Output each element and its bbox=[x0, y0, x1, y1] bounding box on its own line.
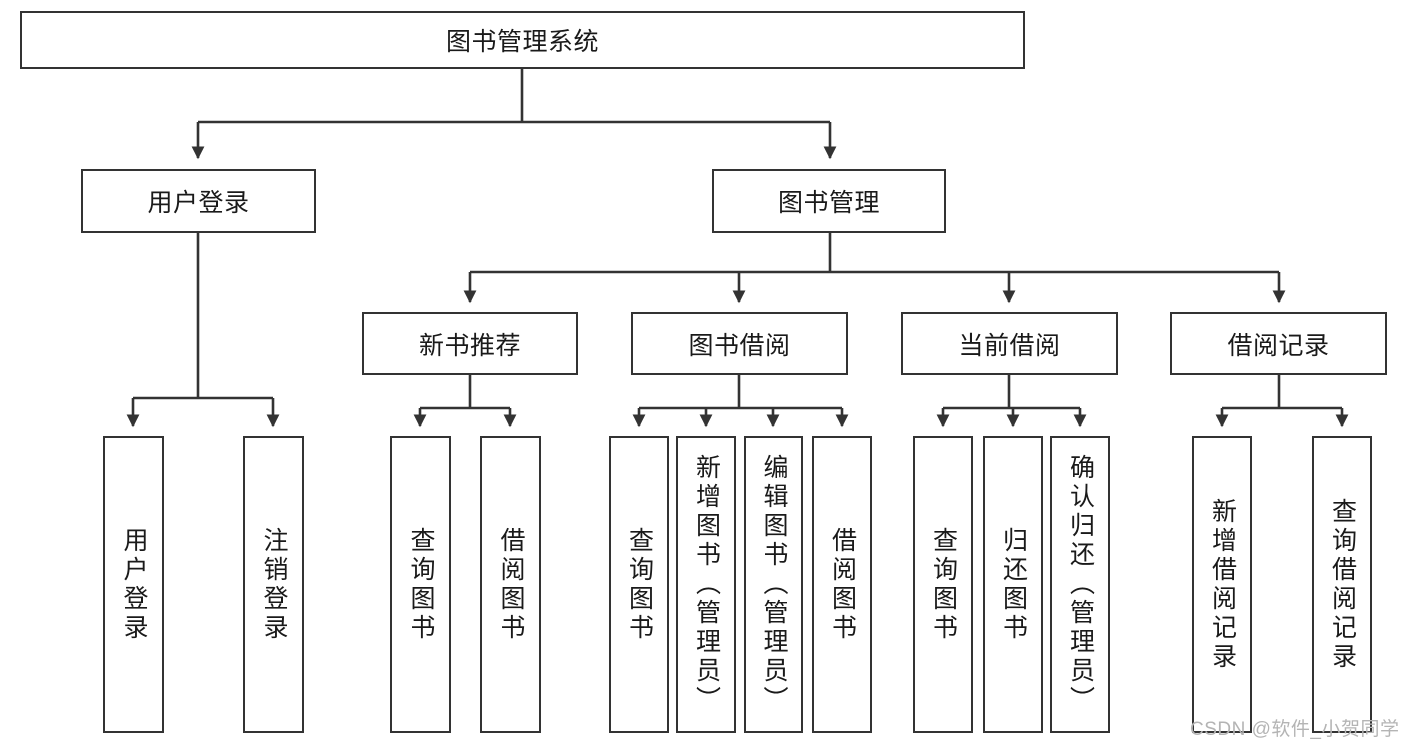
node-label: 当前借阅 bbox=[958, 331, 1061, 360]
node-leaf-query-book-borrow[interactable]: 查询图书 bbox=[609, 436, 669, 733]
node-label: 借阅图书 bbox=[497, 526, 525, 643]
node-label: 查询借阅记录 bbox=[1328, 497, 1357, 672]
node-label: 借阅图书 bbox=[828, 526, 857, 643]
node-leaf-add-book-admin[interactable]: 新增图书（管理员） bbox=[676, 436, 736, 733]
node-leaf-add-borrow-record[interactable]: 新增借阅记录 bbox=[1192, 436, 1252, 733]
node-level3-borrow-records[interactable]: 借阅记录 bbox=[1170, 312, 1387, 375]
node-level3-current-borrow[interactable]: 当前借阅 bbox=[901, 312, 1118, 375]
node-leaf-return-book[interactable]: 归还图书 bbox=[983, 436, 1043, 733]
node-label: 确认归还（管理员） bbox=[1066, 454, 1095, 715]
watermark-csdn: CSDN @软件_小贺同学 bbox=[1190, 719, 1400, 740]
node-label: 用户登录 bbox=[120, 526, 148, 643]
node-leaf-user-login[interactable]: 用户登录 bbox=[103, 436, 164, 733]
node-leaf-confirm-return-admin[interactable]: 确认归还（管理员） bbox=[1050, 436, 1110, 733]
node-root[interactable]: 图书管理系统 bbox=[20, 11, 1025, 69]
node-leaf-query-book-new[interactable]: 查询图书 bbox=[390, 436, 451, 733]
node-label: 新增图书（管理员） bbox=[692, 454, 721, 715]
node-leaf-query-borrow-record[interactable]: 查询借阅记录 bbox=[1312, 436, 1372, 733]
node-label: 用户登录 bbox=[147, 189, 250, 217]
node-label: 编辑图书（管理员） bbox=[760, 454, 788, 715]
node-label: 图书借阅 bbox=[688, 331, 791, 360]
node-leaf-borrow-book[interactable]: 借阅图书 bbox=[812, 436, 872, 733]
node-level3-book-borrow[interactable]: 图书借阅 bbox=[631, 312, 848, 375]
node-label: 归还图书 bbox=[999, 526, 1028, 643]
node-leaf-edit-book-admin[interactable]: 编辑图书（管理员） bbox=[744, 436, 803, 733]
node-leaf-logout[interactable]: 注销登录 bbox=[243, 436, 304, 733]
node-leaf-query-book-current[interactable]: 查询图书 bbox=[913, 436, 973, 733]
node-label: 注销登录 bbox=[260, 526, 288, 643]
node-label: 查询图书 bbox=[929, 526, 958, 643]
node-level2-user-login[interactable]: 用户登录 bbox=[81, 169, 316, 233]
node-label: 借阅记录 bbox=[1227, 331, 1330, 360]
node-label: 查询图书 bbox=[625, 526, 654, 643]
node-label: 图书管理 bbox=[777, 189, 880, 217]
node-label: 图书管理系统 bbox=[445, 28, 599, 56]
node-label: 新增借阅记录 bbox=[1208, 497, 1237, 672]
node-label: 查询图书 bbox=[407, 526, 435, 643]
node-label: 新书推荐 bbox=[418, 331, 521, 360]
node-level2-book-management[interactable]: 图书管理 bbox=[712, 169, 946, 233]
node-level3-new-book-recommend[interactable]: 新书推荐 bbox=[362, 312, 578, 375]
node-leaf-borrow-book-new[interactable]: 借阅图书 bbox=[480, 436, 541, 733]
